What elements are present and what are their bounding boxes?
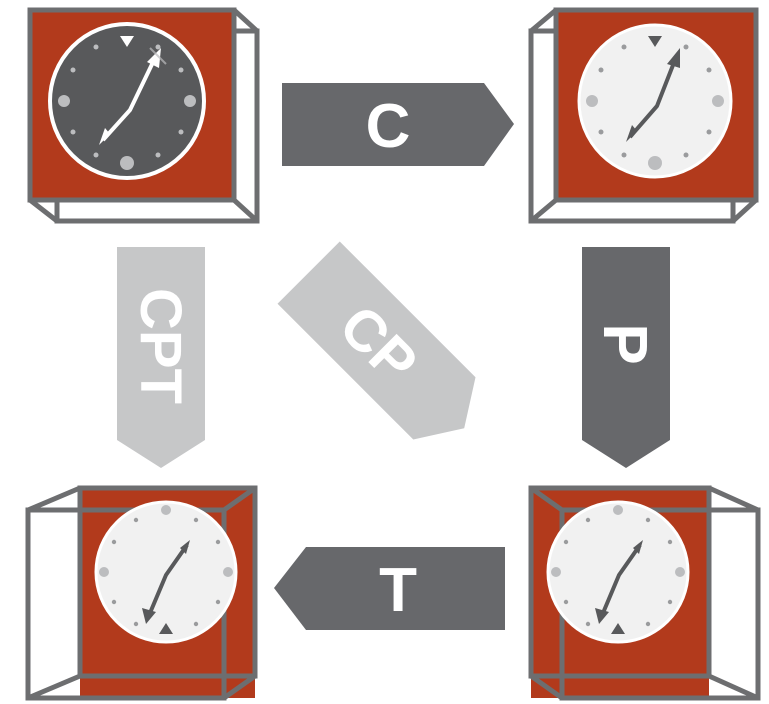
clock-dark <box>48 22 206 180</box>
arrow-p-label: P <box>590 323 659 364</box>
clock-light-reversed <box>94 500 238 644</box>
arrow-cp: CP <box>277 241 476 440</box>
arrow-cpt: CPT <box>117 247 205 468</box>
clock-light-reversed-2 <box>546 500 690 644</box>
box-bottom-left <box>25 485 258 701</box>
arrow-c: C <box>282 83 514 166</box>
box-top-left <box>27 7 260 224</box>
clock-light <box>577 23 733 179</box>
box-top-right <box>528 7 759 224</box>
arrow-p: P <box>582 247 670 468</box>
arrow-t-label: T <box>379 556 417 625</box>
arrow-cpt-label: CPT <box>128 288 193 404</box>
arrow-c-label: C <box>366 92 411 161</box>
arrow-t: T <box>274 547 505 630</box>
box-bottom-right <box>528 485 761 701</box>
